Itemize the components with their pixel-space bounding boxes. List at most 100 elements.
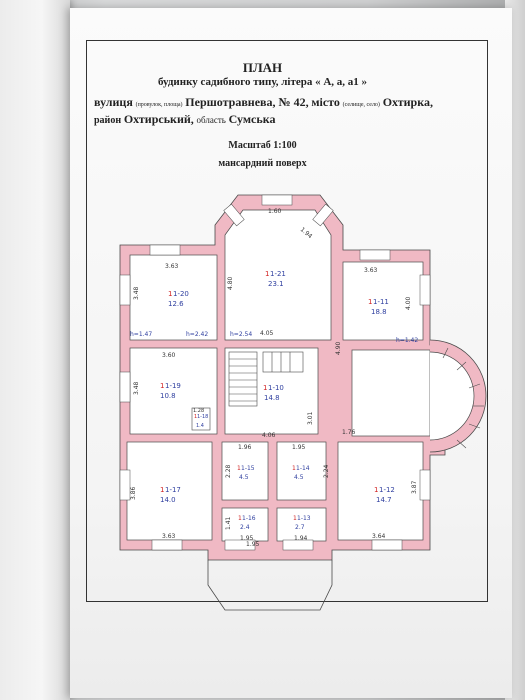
region-value: Сумська [228, 112, 276, 126]
dim-1-95-c: 1.95 [246, 541, 260, 548]
address-line: вулиця (провулок, площа) Першотравнева, … [94, 95, 433, 110]
dim-1-76: 1.76 [342, 429, 356, 436]
dim-3-63-b: 3.63 [364, 267, 378, 274]
room-id-mark-1-11: 1 [368, 298, 372, 306]
district-value: Охтирський, [123, 112, 194, 126]
room-id-1-20: 1 [168, 290, 172, 298]
label-room-1-20: 1 1-20 12.6 [168, 290, 189, 308]
district-prefix: район [94, 115, 122, 126]
room-id-text-1-14: 1-14 [296, 465, 310, 472]
dim-1-28: 1.28 [193, 408, 204, 414]
dim-2-24: 2.24 [323, 464, 330, 478]
room-id-mark-1-15: 1 [237, 465, 241, 472]
scale-label: Масштаб 1:100 [228, 140, 297, 151]
rooms-interior [126, 209, 431, 542]
height-2: h=2.42 [186, 331, 208, 338]
room-1-11 [342, 261, 424, 341]
room-id-text-1-11: 1-11 [373, 298, 389, 306]
room-id-mark-1-19: 1 [160, 382, 164, 390]
street-small-note: (провулок, площа) [135, 102, 183, 108]
dim-1-95-b: 1.95 [240, 535, 254, 542]
street-value: Першотравнева, № 42, [185, 95, 309, 109]
room-area-1-17: 14.0 [160, 496, 176, 504]
room-1-18-box [191, 407, 211, 431]
dim-3-87: 3.87 [411, 480, 418, 494]
room-id-text-1-21: 1-21 [270, 270, 286, 278]
room-area-1-13: 2.7 [295, 524, 305, 531]
city-value: Охтирка, [382, 95, 433, 109]
room-id-mark-1-16: 1 [238, 515, 242, 522]
room-stair-hall [351, 349, 431, 437]
room-area-1-11: 18.8 [371, 308, 387, 316]
room-id-mark-1-18: 1 [194, 414, 197, 420]
dim-4-90: 4.90 [335, 341, 342, 355]
room-area-1-21: 23.1 [268, 280, 284, 288]
room-id-text-1-20: 1-20 [173, 290, 189, 298]
room-1-17 [126, 441, 213, 541]
room-id-text-1-18: 1-18 [197, 414, 208, 420]
room-area-1-16: 2.4 [240, 524, 250, 531]
dim-3-86: 3.86 [130, 486, 137, 500]
entrance-bay [207, 560, 333, 611]
dim-3-63-c: 3.63 [162, 533, 176, 540]
room-area-1-15: 4.5 [239, 474, 249, 481]
room-id-mark-1-21: 1 [265, 270, 269, 278]
room-1-15 [221, 441, 269, 501]
room-area-1-12: 14.7 [376, 496, 392, 504]
room-id-mark-1-17: 1 [160, 486, 164, 494]
district-line: район Охтирський, область Сумська [94, 112, 275, 127]
window-marks [119, 194, 431, 551]
room-1-16 [221, 507, 269, 542]
document-frame [86, 40, 488, 602]
room-id-text-1-10: 1-10 [268, 384, 284, 392]
dim-1-41: 1.41 [225, 516, 232, 530]
room-area-1-20: 12.6 [168, 300, 184, 308]
dim-1-96: 1.96 [238, 444, 252, 451]
document-title: ПЛАН [242, 60, 283, 75]
dim-3-48-a: 3.48 [133, 286, 140, 300]
room-area-1-19: 10.8 [160, 392, 176, 400]
dim-3-01: 3.01 [307, 411, 314, 425]
dim-1-94-b: 1.94 [294, 535, 308, 542]
height-4: h=1.42 [396, 337, 418, 344]
dim-1-95-a: 1.95 [292, 444, 306, 451]
room-area-1-14: 4.5 [294, 474, 304, 481]
room-id-text-1-12: 1-12 [379, 486, 395, 494]
room-id-text-1-19: 1-19 [165, 382, 181, 390]
bay-window [429, 339, 487, 453]
document-subtitle: будинку садибного типу, літера « А, а, а… [157, 76, 368, 88]
dim-3-60: 3.60 [162, 352, 176, 359]
room-1-12 [337, 441, 424, 541]
height-3: h=2.54 [230, 331, 252, 338]
room-id-text-1-17: 1-17 [165, 486, 181, 494]
dim-3-48-b: 3.48 [133, 381, 140, 395]
height-labels: h=1.47 h=2.42 h=2.54 h=1.42 [130, 331, 418, 344]
dimension-labels: 1.60 1.94 3.63 4.80 3.63 4.05 4.00 3.60 … [130, 208, 418, 548]
room-id-text-1-13: 1-13 [297, 515, 311, 522]
left-book-page [0, 0, 70, 700]
room-id-mark-1-13: 1 [293, 515, 297, 522]
room-1-10 [224, 347, 319, 435]
dim-1-60: 1.60 [268, 208, 282, 215]
city-label: місто [311, 95, 340, 109]
dim-4-05: 4.05 [260, 330, 274, 337]
region-label: область [196, 115, 226, 125]
room-1-20 [129, 254, 218, 341]
room-id-mark-1-14: 1 [292, 465, 296, 472]
street-label: вулиця [94, 95, 133, 109]
room-id-text-1-15: 1-15 [241, 465, 255, 472]
room-labels: 1 1-20 12.6 1 1-21 23.1 1 1-11 18.8 1 1-… [160, 270, 395, 531]
room-area-1-18: 1.4 [196, 423, 204, 429]
room-area-1-10: 14.8 [264, 394, 280, 402]
dim-4-80: 4.80 [227, 276, 234, 290]
room-1-21 [224, 209, 332, 341]
dim-3-63-a: 3.63 [165, 263, 179, 270]
room-1-14 [276, 441, 327, 501]
room-1-13 [276, 507, 327, 542]
staircase [228, 351, 304, 407]
room-id-mark-1-12: 1 [374, 486, 378, 494]
room-id-mark-1-10: 1 [263, 384, 267, 392]
city-small-note: (селище, село) [342, 102, 380, 108]
floor-label: мансардний поверх [218, 158, 307, 169]
